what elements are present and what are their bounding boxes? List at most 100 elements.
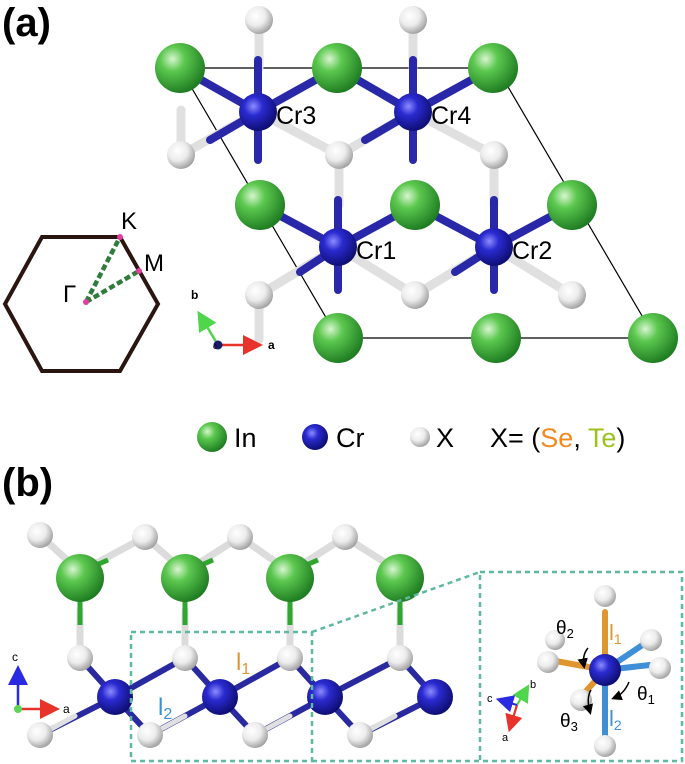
m-point xyxy=(136,268,142,274)
cr4-label: Cr4 xyxy=(431,102,471,130)
gamma-label: Γ xyxy=(63,281,76,308)
x-atom xyxy=(27,522,53,548)
in-legend-label: In xyxy=(234,423,257,453)
in-atoms xyxy=(155,43,678,363)
cr-atom xyxy=(417,679,453,715)
x-legend-label: X xyxy=(436,423,454,453)
in-legend-swatch xyxy=(197,422,227,452)
x-atom xyxy=(172,645,198,671)
cr-atom xyxy=(589,654,621,686)
m-label: M xyxy=(144,250,164,277)
theta2-arc xyxy=(577,647,589,669)
gamma-k-path xyxy=(84,235,122,304)
axis-indicator-zoom: a b c xyxy=(487,679,536,744)
k-point xyxy=(117,234,123,240)
gamma-point xyxy=(83,299,89,305)
c-axis-dot xyxy=(213,340,223,350)
x-atom xyxy=(242,722,268,748)
in-atom xyxy=(471,313,521,363)
x-atoms xyxy=(167,6,586,309)
x-atom xyxy=(227,524,253,550)
x-atom xyxy=(137,722,163,748)
l1-label: l1 xyxy=(236,649,250,678)
x-atom xyxy=(594,585,616,607)
a-axis-label: a xyxy=(63,702,70,716)
octahedron-detail: l1 l2 θ2 θ1 θ3 xyxy=(537,585,671,757)
x-legend-swatch xyxy=(410,427,430,447)
a-axis-arrow xyxy=(505,704,523,733)
x-atom xyxy=(387,645,413,671)
k-label: K xyxy=(121,208,137,235)
cr3-label: Cr3 xyxy=(276,102,316,130)
theta3-arc xyxy=(582,689,593,715)
panel-b-label: (b) xyxy=(2,461,53,505)
theta3-label: θ3 xyxy=(560,711,578,734)
x-atom xyxy=(332,524,358,550)
l2-label-zoom: l2 xyxy=(609,706,622,733)
x-atom xyxy=(537,651,559,673)
cr-atom-cr4 xyxy=(394,93,432,131)
cr-atom xyxy=(97,679,133,715)
crystal-top-view: Cr3 Cr4 Cr1 Cr2 xyxy=(155,6,678,363)
x-atom xyxy=(325,141,353,169)
x-atom xyxy=(347,722,373,748)
zoom-boxes xyxy=(129,570,684,763)
in-atom xyxy=(161,554,209,602)
x-atom xyxy=(480,141,508,169)
l2-label: l2 xyxy=(158,694,172,723)
cr2-label: Cr2 xyxy=(512,237,552,265)
x-atom xyxy=(27,722,53,748)
l1-label-zoom: l1 xyxy=(609,620,622,647)
b-axis-arrow xyxy=(197,310,220,346)
brillouin-zone: K M Γ xyxy=(2,208,164,373)
axis-indicator-side: a c xyxy=(7,650,70,719)
selection-box xyxy=(129,630,314,763)
zoom-connector-top xyxy=(311,570,481,634)
in-atom xyxy=(312,43,362,93)
x-atom xyxy=(167,141,195,169)
cr-atom-cr1 xyxy=(319,228,357,266)
cr-atoms xyxy=(239,93,513,266)
c-axis-label: c xyxy=(213,342,217,351)
c-axis-arrow xyxy=(495,695,518,713)
cr-atom xyxy=(307,679,343,715)
a-axis-label: a xyxy=(268,338,275,352)
theta1-label: θ1 xyxy=(637,684,655,707)
x-atom xyxy=(545,630,565,650)
in-atom xyxy=(628,313,678,363)
b-axis-arrow xyxy=(512,684,530,706)
b-axis-dot xyxy=(14,705,22,713)
b-axis-label: b xyxy=(530,679,536,691)
x-atom xyxy=(401,281,429,309)
in-atom xyxy=(155,43,205,93)
crystal-side-view: l1 l2 xyxy=(27,522,453,748)
x-atom xyxy=(132,524,158,550)
cr-atom-cr2 xyxy=(475,228,513,266)
cr-legend-label: Cr xyxy=(336,423,365,453)
a-axis-label: a xyxy=(502,732,509,744)
x-atom xyxy=(558,281,586,309)
axis-indicator-top: a b c xyxy=(191,288,275,355)
c-axis-label: c xyxy=(487,693,493,705)
c-axis-label: c xyxy=(12,650,18,664)
zoom-box xyxy=(478,570,684,763)
x-atom xyxy=(245,281,273,309)
theta2-label: θ2 xyxy=(556,618,574,641)
panel-a-label: (a) xyxy=(2,1,51,45)
bz-hexagon xyxy=(2,235,161,373)
x-atom xyxy=(67,645,93,671)
in-atom xyxy=(313,313,363,363)
x-atom xyxy=(640,629,662,651)
in-atom xyxy=(235,180,285,230)
in-atom xyxy=(547,180,597,230)
cr-atom xyxy=(202,679,238,715)
in-atom xyxy=(56,554,104,602)
se-label: Se xyxy=(540,423,573,453)
in-atom xyxy=(468,43,518,93)
in-atom xyxy=(266,554,314,602)
in-atom xyxy=(376,554,424,602)
legend: In Cr X X= (Se, Te) xyxy=(197,422,625,453)
cr1-label: Cr1 xyxy=(356,237,396,265)
x-definition: X= (Se, Te) xyxy=(490,423,625,453)
